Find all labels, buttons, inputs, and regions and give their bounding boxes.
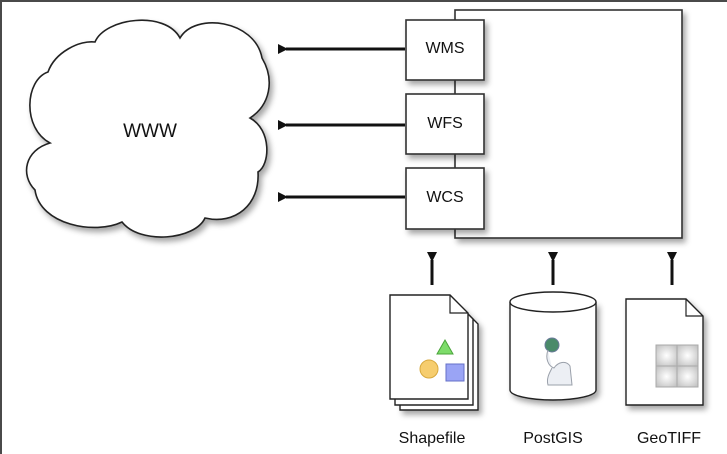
- service-box-wcs: [405, 167, 485, 230]
- triangle-shape: [436, 338, 454, 355]
- service-label-wcs: WCS: [426, 189, 464, 206]
- database-icon: [509, 291, 597, 401]
- server-box: [454, 9, 683, 239]
- circle-shape: [419, 359, 439, 379]
- elephant-globe-icon: [544, 337, 573, 386]
- source-label-geotiff: GeoTIFF: [636, 430, 701, 447]
- service-box-wfs: [405, 93, 485, 155]
- source-label-shapefile: Shapefile: [398, 430, 466, 447]
- service-box-wms: [405, 19, 485, 81]
- shapefile-icon: [389, 294, 479, 411]
- www-label: WWW: [123, 121, 177, 142]
- service-label-wfs: WFS: [427, 115, 463, 132]
- service-label-wms: WMS: [425, 40, 465, 57]
- www-cloud: [25, 19, 270, 238]
- square-shape: [445, 363, 465, 382]
- source-label-postgis: PostGIS: [523, 430, 583, 447]
